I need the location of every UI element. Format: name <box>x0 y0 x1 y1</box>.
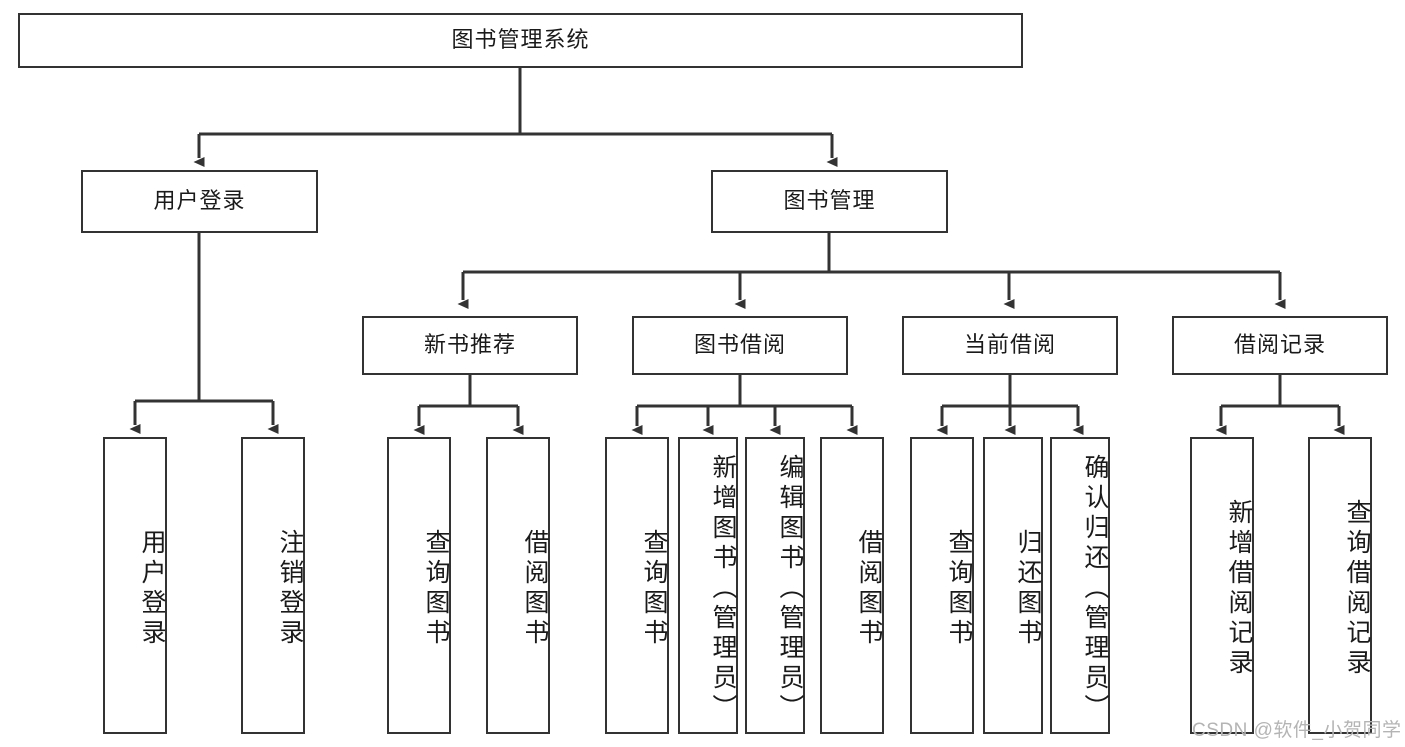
leaf-borrow-book-recommend[interactable]: 借阅图书 <box>486 437 550 734</box>
node-borrow-record[interactable]: 借阅记录 <box>1172 316 1388 375</box>
csdn-watermark: CSDN @软件_小贺同学 <box>1192 720 1402 741</box>
node-label: 查询图书 <box>640 528 668 649</box>
leaf-borrow-book-borrow[interactable]: 借阅图书 <box>820 437 884 734</box>
leaf-edit-book-admin[interactable]: 编辑图书（管理员） <box>745 437 805 734</box>
node-label: 借阅图书 <box>521 528 549 649</box>
leaf-add-book-admin[interactable]: 新增图书（管理员） <box>678 437 738 734</box>
node-label: 编辑图书（管理员） <box>776 453 804 724</box>
node-label: 新增借阅记录 <box>1225 498 1253 679</box>
node-label: 借阅记录 <box>1233 332 1326 358</box>
node-root-book-management-system[interactable]: 图书管理系统 <box>18 13 1023 68</box>
node-label: 新增图书（管理员） <box>709 453 737 724</box>
node-label: 查询图书 <box>422 528 450 649</box>
node-label: 用户登录 <box>153 188 246 214</box>
node-book-borrow[interactable]: 图书借阅 <box>632 316 848 375</box>
leaf-query-borrow-record[interactable]: 查询借阅记录 <box>1308 437 1372 734</box>
leaf-confirm-return-admin[interactable]: 确认归还（管理员） <box>1050 437 1110 734</box>
node-new-book-recommend[interactable]: 新书推荐 <box>362 316 578 375</box>
leaf-add-borrow-record[interactable]: 新增借阅记录 <box>1190 437 1254 734</box>
leaf-user-login[interactable]: 用户登录 <box>103 437 167 734</box>
node-label: 用户登录 <box>138 528 166 649</box>
node-label: 确认归还（管理员） <box>1081 453 1109 724</box>
node-label: 新书推荐 <box>423 332 516 358</box>
node-current-borrow[interactable]: 当前借阅 <box>902 316 1118 375</box>
node-book-management[interactable]: 图书管理 <box>711 170 948 233</box>
leaf-return-book[interactable]: 归还图书 <box>983 437 1043 734</box>
node-label: 注销登录 <box>276 528 304 649</box>
node-label: 当前借阅 <box>963 332 1056 358</box>
leaf-logout-login[interactable]: 注销登录 <box>241 437 305 734</box>
leaf-query-book-recommend[interactable]: 查询图书 <box>387 437 451 734</box>
node-label: 图书管理系统 <box>451 27 590 53</box>
node-label: 查询图书 <box>945 528 973 649</box>
node-user-login[interactable]: 用户登录 <box>81 170 318 233</box>
leaf-query-book-borrow[interactable]: 查询图书 <box>605 437 669 734</box>
node-label: 归还图书 <box>1014 528 1042 649</box>
node-label: 查询借阅记录 <box>1343 498 1371 679</box>
node-label: 图书管理 <box>783 188 876 214</box>
node-label: 图书借阅 <box>693 332 786 358</box>
leaf-query-book-current[interactable]: 查询图书 <box>910 437 974 734</box>
node-label: 借阅图书 <box>855 528 883 649</box>
